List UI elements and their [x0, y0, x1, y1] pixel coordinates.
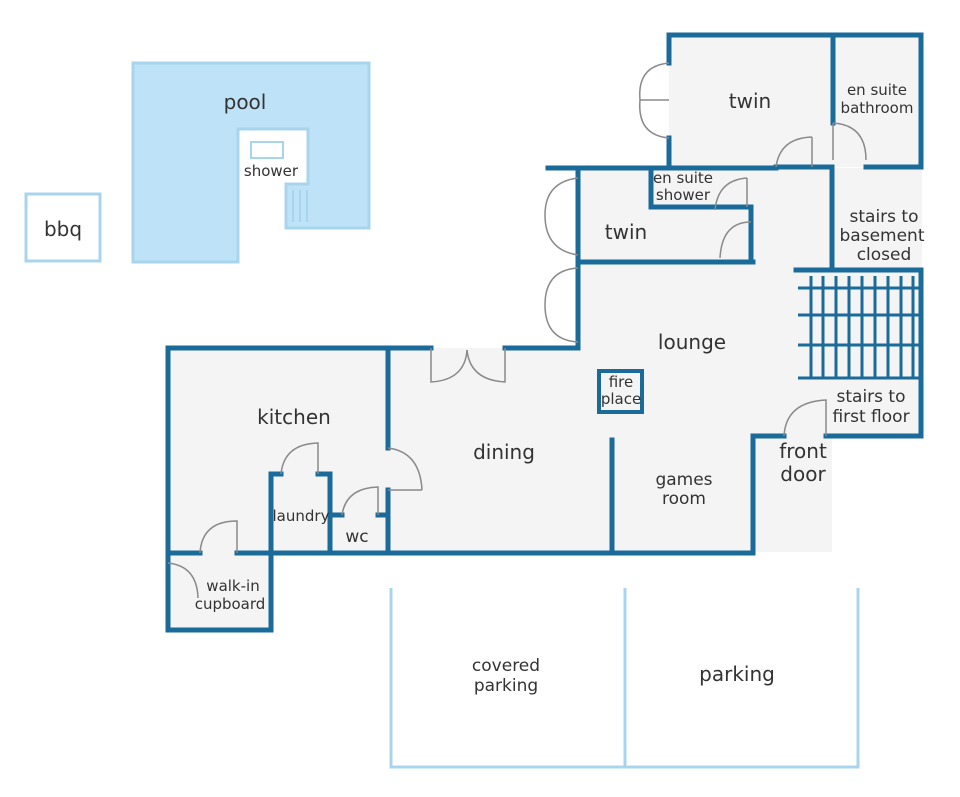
- floor-fill: [168, 35, 922, 629]
- label-fire-2: place: [601, 390, 641, 408]
- label-laundry: laundry: [273, 507, 330, 525]
- shower-tray: [250, 141, 284, 159]
- pool-steps: [292, 190, 308, 222]
- label-front-2: door: [780, 462, 826, 486]
- label-fire-1: fire: [609, 373, 634, 391]
- label-dining: dining: [473, 440, 535, 464]
- label-covered-2: parking: [474, 676, 538, 696]
- fireplace: [597, 369, 644, 414]
- label-games-1: games: [655, 470, 712, 490]
- label-games-2: room: [662, 489, 706, 509]
- label-en-suite-bathroom-2: bathroom: [841, 99, 914, 117]
- label-stairs-basement-3: closed: [857, 245, 912, 265]
- bbq-area: [24, 192, 102, 263]
- label-covered-1: covered: [472, 656, 540, 676]
- label-parking: parking: [699, 662, 775, 686]
- label-lounge: lounge: [658, 330, 726, 354]
- label-stairs-first-2: first floor: [832, 407, 909, 427]
- pool: [131, 61, 371, 264]
- label-wc: wc: [345, 527, 368, 547]
- label-stairs-basement-1: stairs to: [850, 207, 919, 227]
- label-shower: shower: [244, 162, 299, 180]
- doors: [167, 62, 867, 599]
- label-pool: pool: [224, 90, 267, 114]
- label-bbq: bbq: [44, 217, 82, 241]
- parking-area: [389, 588, 860, 769]
- label-stairs-basement-2: basement: [840, 226, 925, 246]
- label-en-suite-shower-2: shower: [656, 186, 711, 204]
- pool-area: [131, 61, 371, 264]
- label-en-suite-bathroom-1: en suite: [847, 81, 907, 99]
- label-front-1: front: [779, 439, 827, 463]
- room-labels: pool shower bbq twin en suite bathroom e…: [44, 81, 925, 696]
- label-twin-upper: twin: [729, 89, 771, 113]
- label-walkin-2: cupboard: [195, 595, 266, 613]
- label-walkin-1: walk-in: [206, 577, 259, 595]
- label-twin-middle: twin: [605, 220, 647, 244]
- walls: [165, 32, 924, 633]
- label-kitchen: kitchen: [257, 405, 331, 429]
- stairs-to-first-floor: [798, 276, 919, 380]
- label-en-suite-shower-1: en suite: [653, 169, 713, 187]
- label-stairs-first-1: stairs to: [837, 387, 906, 407]
